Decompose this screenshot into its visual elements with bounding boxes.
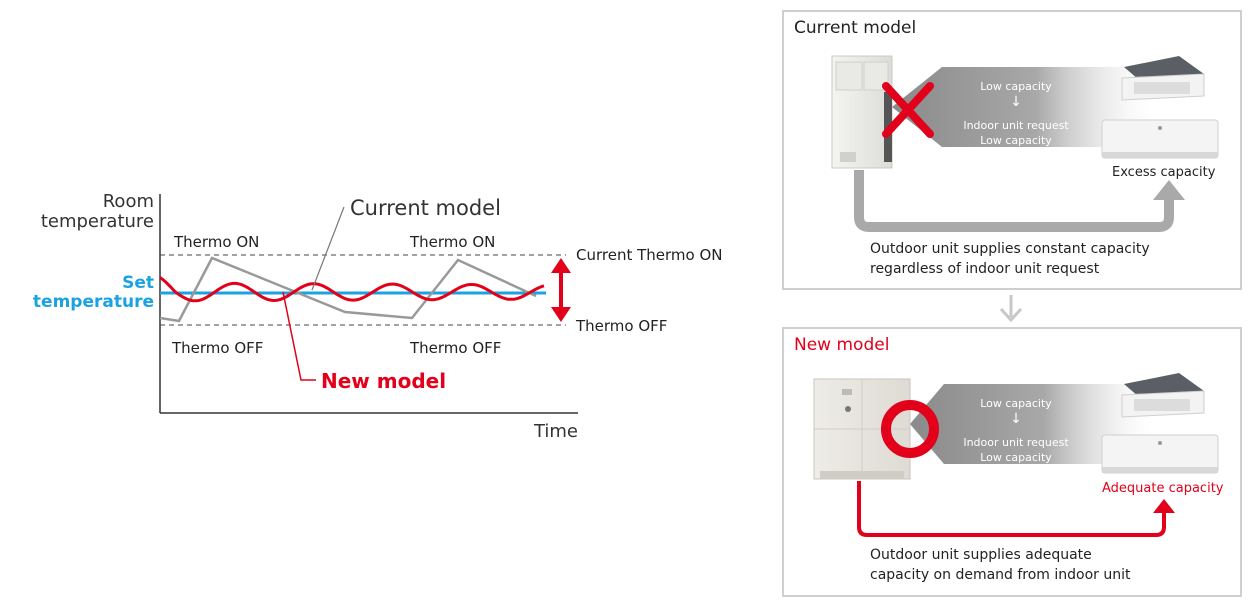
flow-arrow-icon: ↓	[1010, 411, 1022, 427]
capacity-flow-band	[892, 67, 1154, 147]
supply-text-line2: capacity on demand from indoor unit	[870, 567, 1131, 583]
current-model-illustration	[831, 55, 1219, 232]
supply-text-line1: Outdoor unit supplies constant capacity	[870, 241, 1150, 257]
panel-transition-arrow	[999, 295, 1023, 323]
flow-request-line2: Low capacity	[980, 134, 1052, 147]
excess-capacity-label: Excess capacity	[1112, 165, 1216, 180]
flow-arrow-icon: ↓	[1010, 94, 1022, 110]
current-thermo-on-label: Current Thermo ON	[576, 246, 723, 264]
check-circle-icon	[881, 400, 939, 458]
new-model-title: New model	[794, 335, 890, 355]
current-model-title: Current model	[794, 18, 917, 38]
supply-text-line2: regardless of indoor unit request	[870, 261, 1100, 277]
outdoor-unit-image	[831, 55, 893, 169]
flow-low-capacity: Low capacity	[980, 397, 1052, 410]
ceiling-cassette-image	[1121, 56, 1205, 101]
thermo-on-label-2: Thermo ON	[409, 233, 495, 251]
ceiling-cassette-image	[1121, 373, 1205, 418]
new-model-series	[159, 276, 545, 303]
thermo-off-label-2: Thermo OFF	[409, 339, 501, 357]
new-model-callout-line	[282, 291, 316, 381]
new-model-panel: New model Low capacity ↓ Indoor unit req…	[782, 327, 1242, 597]
outdoor-unit-image	[813, 378, 911, 480]
x-mark-icon	[882, 82, 934, 138]
thermo-range-arrow	[551, 258, 571, 322]
flow-request-line2: Low capacity	[980, 451, 1052, 464]
wall-unit-image	[1101, 434, 1219, 474]
x-axis-label: Time	[533, 421, 578, 442]
new-model-label: New model	[321, 369, 446, 393]
thermo-on-label-1: Thermo ON	[173, 233, 259, 251]
flow-request-line1: Indoor unit request	[963, 119, 1069, 132]
capacity-flow-band	[910, 384, 1154, 464]
set-temperature-label-line2: temperature	[33, 292, 154, 312]
current-model-series	[159, 256, 537, 323]
flow-request-line1: Indoor unit request	[963, 436, 1069, 449]
thermo-off-right-label: Thermo OFF	[575, 317, 667, 335]
current-model-label: Current model	[350, 196, 501, 220]
new-model-illustration	[813, 373, 1219, 537]
wall-unit-image	[1101, 119, 1219, 159]
thermo-off-label-1: Thermo OFF	[171, 339, 263, 357]
supply-arrow	[854, 170, 1174, 232]
current-model-panel: Current model Low capacity ↓ Indoor unit…	[782, 10, 1242, 290]
set-temperature-label-line1: Set	[122, 273, 154, 293]
y-axis-label-line1: Room	[103, 191, 154, 212]
temperature-chart: Room temperature Time Set temperature Th…	[33, 191, 723, 442]
flow-low-capacity: Low capacity	[980, 80, 1052, 93]
supply-arrow	[857, 481, 1166, 537]
supply-text-line1: Outdoor unit supplies adequate	[870, 547, 1092, 563]
adequate-capacity-label: Adequate capacity	[1102, 481, 1224, 496]
current-model-callout-line	[311, 206, 345, 291]
y-axis-label-line2: temperature	[41, 211, 154, 232]
